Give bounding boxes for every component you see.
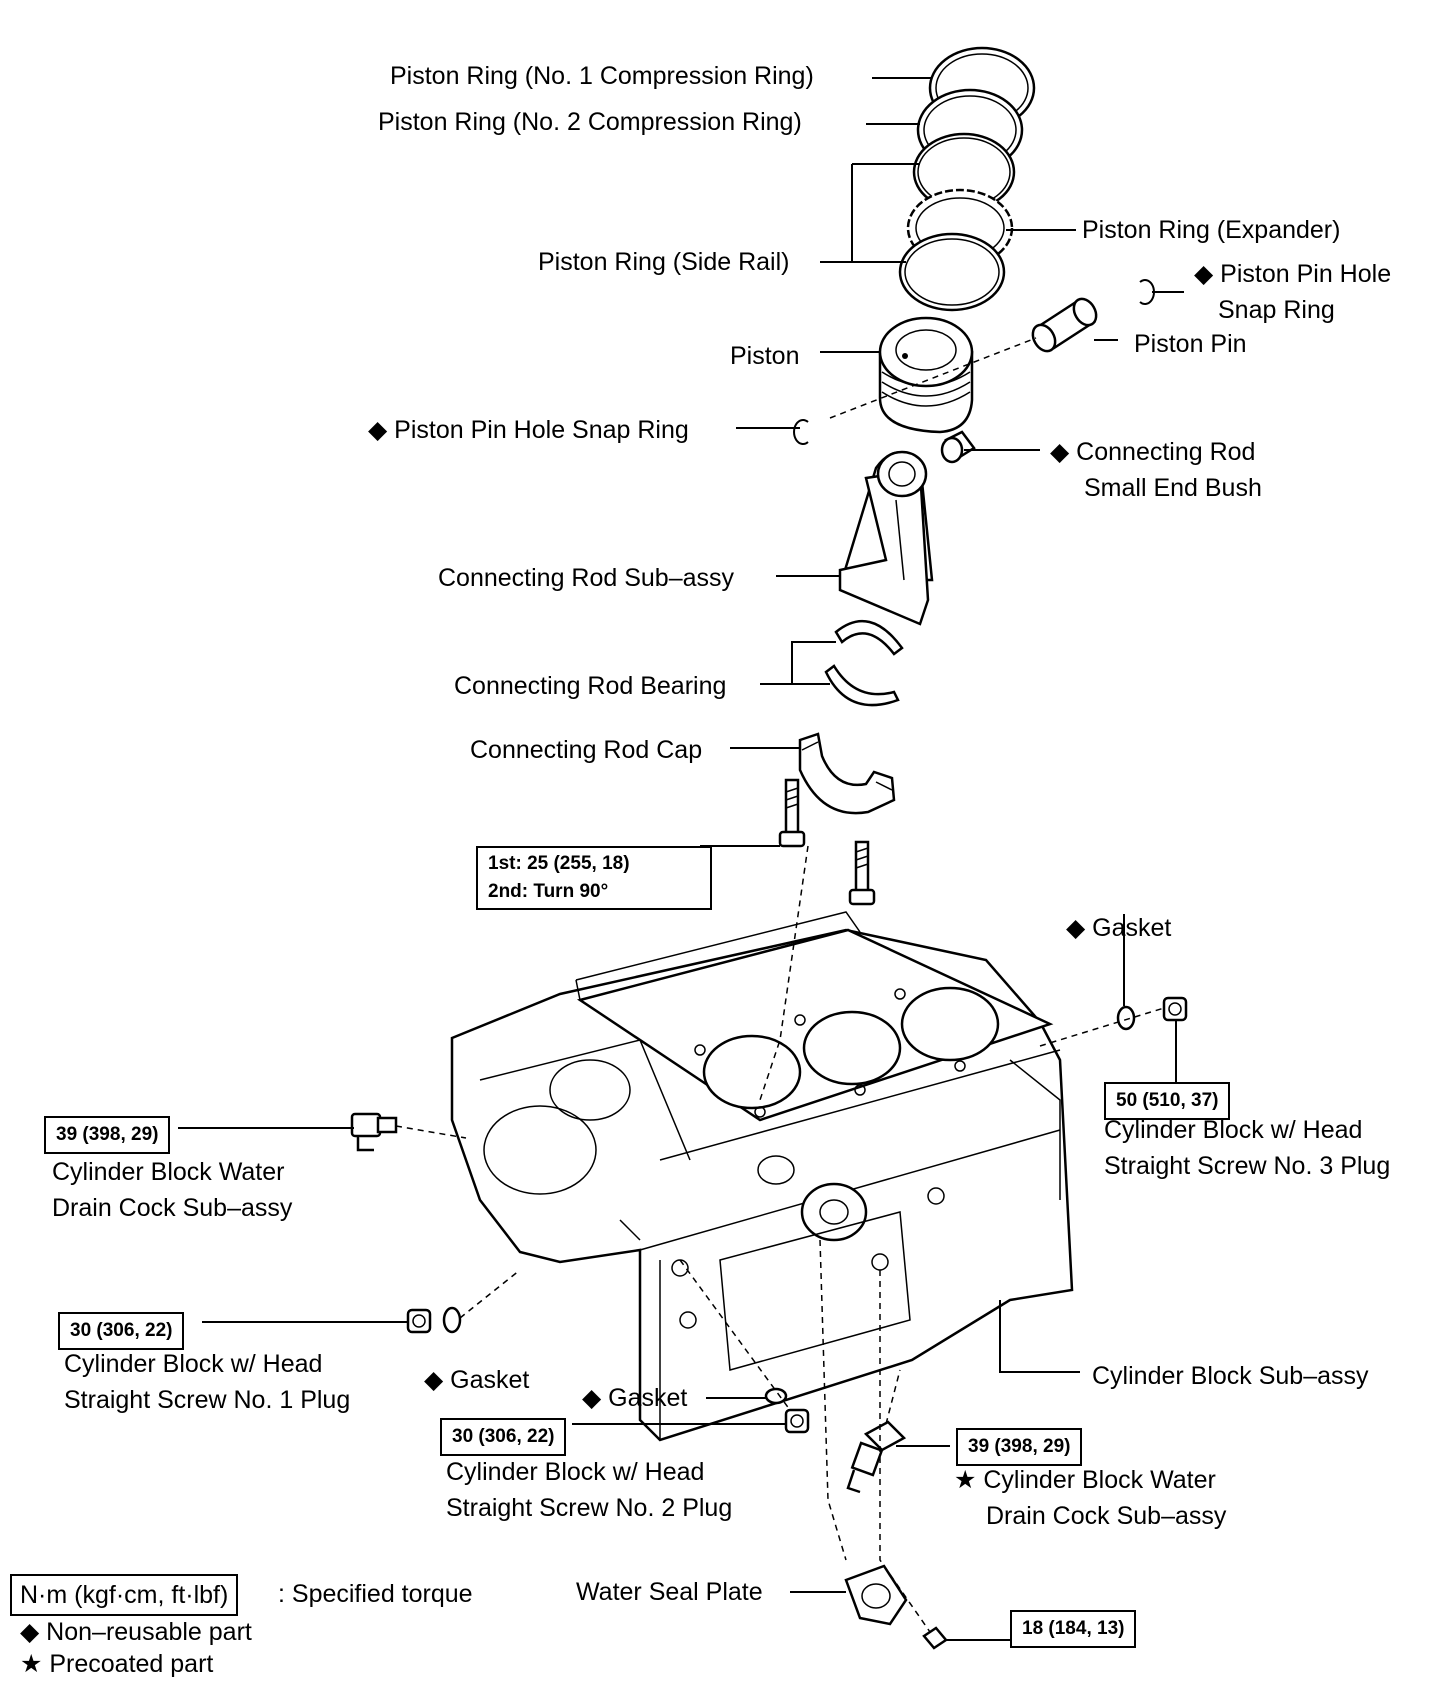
connecting-rod-bearing-icon bbox=[824, 619, 904, 707]
plug-no3-icon bbox=[1162, 996, 1188, 1022]
label-piston: Piston bbox=[730, 342, 800, 370]
label-plug-no3-line2: Straight Screw No. 3 Plug bbox=[1104, 1152, 1391, 1180]
torque-drain-cock-left: 39 (398, 29) bbox=[44, 1116, 171, 1154]
label-snap-ring-right-line2: Snap Ring bbox=[1218, 296, 1335, 324]
label-snap-ring-right-line1: ◆ Piston Pin Hole bbox=[1194, 260, 1392, 288]
piston-pin-icon bbox=[1031, 297, 1098, 353]
plug-no2-icon bbox=[784, 1408, 810, 1434]
snap-ring-right-icon bbox=[1139, 279, 1155, 305]
label-snap-ring-left: ◆ Piston Pin Hole Snap Ring bbox=[368, 416, 689, 444]
label-piston-ring-no2: Piston Ring (No. 2 Compression Ring) bbox=[378, 108, 802, 136]
snap-ring-left-icon bbox=[793, 419, 809, 445]
torque-rod-cap-bolt: 1st: 25 (255, 18) 2nd: Turn 90° bbox=[476, 846, 712, 910]
torque-rod-cap-step2: 2nd: Turn 90° bbox=[488, 881, 609, 902]
label-gasket-top: ◆ Gasket bbox=[1066, 914, 1172, 942]
label-gasket-mid: ◆ Gasket bbox=[582, 1384, 688, 1412]
piston-icon bbox=[878, 316, 974, 434]
piston-ring-side-rail-lower-icon bbox=[898, 232, 1006, 312]
torque-drain-cock-right: 39 (398, 29) bbox=[956, 1428, 1083, 1466]
torque-water-seal-plate: 18 (184, 13) bbox=[1010, 1610, 1137, 1648]
small-end-bush-icon bbox=[940, 430, 976, 464]
label-connecting-rod-cap: Connecting Rod Cap bbox=[470, 736, 703, 764]
label-gasket-left: ◆ Gasket bbox=[424, 1366, 530, 1394]
torque-plug-no2: 30 (306, 22) bbox=[440, 1418, 567, 1456]
cylinder-block-icon bbox=[450, 911, 1074, 1442]
label-connecting-rod-subassy: Connecting Rod Sub–assy bbox=[438, 564, 735, 592]
label-piston-ring-no1: Piston Ring (No. 1 Compression Ring) bbox=[390, 62, 814, 90]
gasket-left-icon bbox=[442, 1306, 462, 1334]
label-plug-no1-line2: Straight Screw No. 1 Plug bbox=[64, 1386, 351, 1414]
label-plug-no2-line2: Straight Screw No. 2 Plug bbox=[446, 1494, 733, 1522]
label-connecting-rod-bearing: Connecting Rod Bearing bbox=[454, 672, 727, 700]
drain-cock-right-icon bbox=[846, 1420, 907, 1494]
label-drain-cock-right-line2: Drain Cock Sub–assy bbox=[986, 1502, 1227, 1530]
label-drain-cock-left-line2: Drain Cock Sub–assy bbox=[52, 1194, 293, 1222]
gasket-top-icon bbox=[1116, 1005, 1136, 1031]
label-piston-ring-expander: Piston Ring (Expander) bbox=[1082, 216, 1341, 244]
torque-plug-no3: 50 (510, 37) bbox=[1104, 1082, 1231, 1120]
water-seal-plate-icon bbox=[844, 1564, 908, 1626]
rod-cap-bolt-icon bbox=[848, 840, 876, 906]
legend-torque-box: N·m (kgf·cm, ft·lbf) bbox=[10, 1574, 239, 1616]
plug-no1-icon bbox=[406, 1308, 432, 1334]
rod-cap-bolt-icon bbox=[778, 778, 806, 848]
torque-plug-no1: 30 (306, 22) bbox=[58, 1312, 185, 1350]
label-piston-ring-side-rail: Piston Ring (Side Rail) bbox=[538, 248, 790, 276]
torque-rod-cap-step1: 1st: 25 (255, 18) bbox=[488, 853, 630, 874]
label-small-end-bush-line1: ◆ Connecting Rod bbox=[1050, 438, 1256, 466]
legend-non-reusable: ◆ Non–reusable part bbox=[20, 1618, 252, 1646]
water-seal-plate-bolt-icon bbox=[922, 1626, 948, 1650]
label-drain-cock-right-line1: ★ Cylinder Block Water bbox=[954, 1466, 1216, 1494]
label-water-seal-plate: Water Seal Plate bbox=[576, 1578, 763, 1606]
connecting-rod-cap-icon bbox=[798, 732, 896, 815]
legend-torque-desc: : Specified torque bbox=[278, 1580, 473, 1608]
label-piston-pin: Piston Pin bbox=[1134, 330, 1247, 358]
label-small-end-bush-line2: Small End Bush bbox=[1084, 474, 1262, 502]
label-cylinder-block-subassy: Cylinder Block Sub–assy bbox=[1092, 1362, 1369, 1390]
label-plug-no2-line1: Cylinder Block w/ Head bbox=[446, 1458, 705, 1486]
label-drain-cock-left-line1: Cylinder Block Water bbox=[52, 1158, 285, 1186]
legend-precoated: ★ Precoated part bbox=[20, 1650, 214, 1678]
gasket-mid-icon bbox=[764, 1387, 788, 1405]
label-plug-no1-line1: Cylinder Block w/ Head bbox=[64, 1350, 323, 1378]
label-plug-no3-line1: Cylinder Block w/ Head bbox=[1104, 1116, 1363, 1144]
connecting-rod-icon bbox=[838, 450, 934, 626]
drain-cock-left-icon bbox=[350, 1112, 398, 1152]
